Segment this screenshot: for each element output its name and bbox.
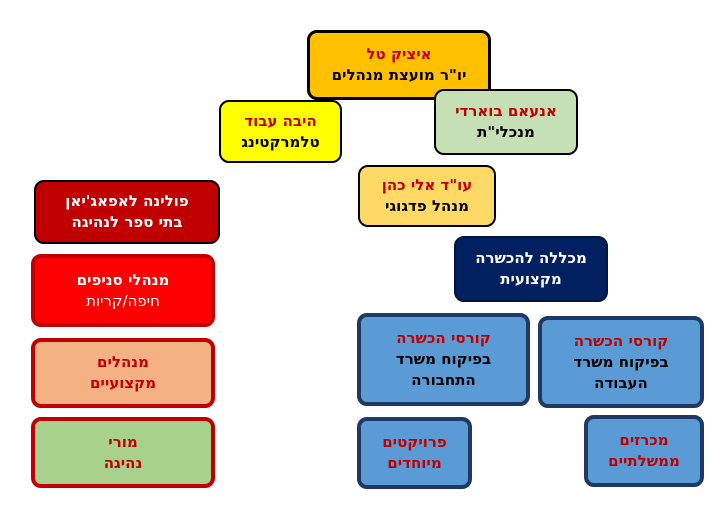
college-line2: מקצועית: [500, 270, 562, 288]
pedagogic-manager-name: עו"ד אלי כהן: [381, 176, 473, 194]
telemarketing-box: היבה עבוד טלמרקטינג: [219, 100, 342, 163]
courses-labor-line1: קורסי הכשרה: [573, 331, 669, 350]
chairman-role: יו"ר מועצת מנהלים: [331, 66, 467, 84]
driving-schools-line1: פולינה לאפאג'יאן: [65, 192, 189, 210]
driving-instructors-line2: נהיגה: [103, 453, 143, 472]
telemarketing-role: טלמרקטינג: [241, 132, 320, 151]
special-projects-line1: פרויקטים: [382, 433, 447, 451]
courses-transport-line2: בפיקוח משרד: [395, 350, 492, 368]
professional-managers-line2: מקצועיים: [89, 374, 157, 392]
college-box: מכללה להכשרה מקצועית: [454, 236, 608, 302]
courses-labor-line2: בפיקוח משרד: [573, 352, 669, 371]
courses-transport-line1: קורסי הכשרה: [396, 329, 491, 347]
courses-labor-line3: העבודה: [594, 373, 648, 392]
ceo-name: אנעאם בוארדי: [455, 102, 557, 120]
chairman-box: איציק טל יו"ר מועצת מנהלים: [307, 30, 491, 100]
courses-transport-line3: התחבורה: [411, 371, 476, 389]
government-tenders-box: מכרזים ממשלתיים: [584, 415, 704, 487]
government-tenders-line1: מכרזים: [619, 431, 669, 449]
branch-managers-line1: מנהלי סניפים: [76, 270, 170, 289]
driving-instructors-box: מורי נהיגה: [31, 417, 215, 488]
driving-schools-box: פולינה לאפאג'יאן בתי ספר לנהיגה: [34, 180, 220, 244]
driving-schools-line2: בתי ספר לנהיגה: [71, 213, 183, 231]
pedagogic-manager-role: מנהל פדגוגי: [385, 197, 469, 215]
branch-managers-box: מנהלי סניפים חיפה/קריות: [31, 254, 215, 327]
ceo-role: מנכלי"ת: [477, 123, 535, 141]
chairman-name: איציק טל: [366, 45, 432, 63]
special-projects-box: פרויקטים מיוחדים: [357, 417, 472, 489]
government-tenders-line2: ממשלתיים: [608, 452, 680, 470]
professional-managers-line1: מנהלים: [97, 353, 149, 371]
branch-managers-line2: חיפה/קריות: [86, 291, 160, 310]
professional-managers-box: מנהלים מקצועיים: [31, 338, 215, 408]
driving-instructors-line1: מורי: [108, 432, 138, 451]
courses-labor-box: קורסי הכשרה בפיקוח משרד העבודה: [538, 316, 704, 408]
telemarketing-name: היבה עבוד: [244, 111, 317, 130]
pedagogic-manager-box: עו"ד אלי כהן מנהל פדגוגי: [358, 165, 496, 227]
courses-transport-box: קורסי הכשרה בפיקוח משרד התחבורה: [357, 313, 530, 406]
college-line1: מכללה להכשרה: [475, 249, 587, 267]
ceo-box: אנעאם בוארדי מנכלי"ת: [434, 89, 578, 155]
special-projects-line2: מיוחדים: [387, 454, 442, 472]
